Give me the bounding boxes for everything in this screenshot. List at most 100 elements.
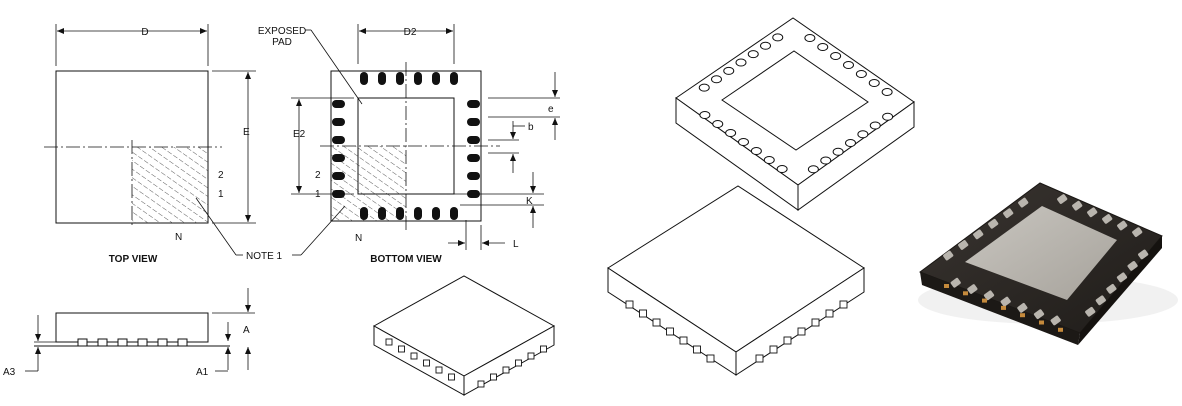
lead-bottom xyxy=(414,207,422,220)
bottom-view-corner-n-label: N xyxy=(355,233,362,244)
iso-pad-se xyxy=(845,139,856,147)
top-view: D E 2 1 N TOP VIEW xyxy=(44,24,256,265)
iso-pad-nw xyxy=(711,75,722,84)
top-view-hatch-quadrant xyxy=(132,147,208,223)
lead-top xyxy=(414,72,422,85)
bottom-view: EXPOSED PAD D2 E2 2 1 N e b K xyxy=(258,24,560,265)
photo-contact-se xyxy=(1116,272,1128,283)
dim-d-label: D xyxy=(141,27,148,38)
photo-contact-sw xyxy=(967,284,978,294)
lead-left xyxy=(332,100,345,108)
photo-contact-nw xyxy=(943,250,954,261)
photo-contact-nw xyxy=(958,240,969,250)
photo-contact-sw xyxy=(1000,296,1011,307)
iso-pad-sw xyxy=(725,129,737,137)
iso-pad-nw xyxy=(747,50,759,59)
iso-pad-nw xyxy=(698,83,710,92)
exposed-pad-leader xyxy=(310,29,363,105)
lead-right xyxy=(467,100,480,108)
photo-contact-nw xyxy=(1003,208,1014,219)
photo-contact-se xyxy=(1106,283,1117,294)
iso-small-lead-left xyxy=(410,352,418,360)
side-lead xyxy=(137,338,148,347)
exposed-pad-label-line-2: PAD xyxy=(272,37,292,48)
iso-pad-se xyxy=(869,121,881,130)
exposed-pad-hatch xyxy=(358,146,406,194)
photo-contact-ne xyxy=(1102,214,1113,224)
dim-pitch-e-label: e xyxy=(548,104,554,115)
iso-pad-ne xyxy=(881,88,893,96)
iso-pad-se xyxy=(832,147,844,156)
iso-pad-sw xyxy=(750,147,762,155)
note-1-leader-left xyxy=(195,197,237,256)
iso-pad-ne xyxy=(804,34,816,42)
iso-small-lead-left xyxy=(423,359,430,367)
side-view-leads xyxy=(77,338,188,347)
photo-contact-edge xyxy=(1058,327,1063,332)
iso-big-lead-left xyxy=(679,336,688,345)
photo-contact-edge xyxy=(1020,313,1025,318)
iso-pad-sw xyxy=(776,165,788,173)
side-view-body xyxy=(55,312,209,343)
top-view-corner-n-label: N xyxy=(175,232,182,243)
side-lead xyxy=(177,338,188,347)
iso-big-lead-right xyxy=(783,336,792,345)
photo-contact-sw xyxy=(1017,303,1028,313)
lead-left xyxy=(332,172,345,180)
iso-big-lead-right xyxy=(769,345,778,354)
lead-left xyxy=(332,118,345,126)
photo-contact-edge xyxy=(944,284,949,288)
iso-pad-ne xyxy=(855,70,867,78)
lead-bottom xyxy=(432,207,440,220)
iso-pad-ne xyxy=(843,61,854,69)
top-view-caption: TOP VIEW xyxy=(109,254,158,265)
photo-contact-se xyxy=(1085,306,1096,317)
iso-pad-nw xyxy=(735,58,747,67)
photo-contact-se xyxy=(1138,249,1149,260)
lead-right xyxy=(467,154,480,162)
dim-d2-label: D2 xyxy=(404,27,417,38)
isometric-small-package xyxy=(372,275,556,396)
iso-small-lead-left xyxy=(435,366,443,374)
dim-k-label: K xyxy=(526,196,533,207)
bottom-view-caption: BOTTOM VIEW xyxy=(370,254,442,265)
iso-big-lead-right xyxy=(797,327,806,336)
photo-contact-nw xyxy=(973,229,984,240)
iso-small-lead-left xyxy=(398,345,405,353)
iso-small-lead-right xyxy=(515,359,522,367)
iso-small-lead-right xyxy=(477,380,485,388)
photo-contact-ne xyxy=(1132,227,1143,238)
side-lead xyxy=(97,338,108,347)
dim-b-label: b xyxy=(528,122,534,133)
photo-contact-edge xyxy=(1001,305,1006,310)
lead-right xyxy=(467,136,480,144)
iso-pad-sw xyxy=(699,111,711,119)
photo-contact-nw xyxy=(1018,197,1029,208)
iso-small-lead-right xyxy=(527,352,535,360)
lead-bottom xyxy=(378,207,386,220)
iso-pad-se xyxy=(882,112,894,121)
isometric-bottom-up-package xyxy=(675,17,915,211)
dim-a1-label: A1 xyxy=(196,367,209,378)
photo-exposed-pad xyxy=(965,206,1117,300)
iso-exposed-pad xyxy=(721,50,869,151)
photo-contact-ne xyxy=(1117,220,1128,231)
lead-left xyxy=(332,136,345,144)
isometric-top-up-package xyxy=(607,185,865,376)
iso-big-lead-left xyxy=(625,300,634,309)
iso-big-lead-right xyxy=(755,354,764,363)
lead-bottom xyxy=(360,207,368,220)
iso-big-lead-left xyxy=(666,327,674,336)
photo-contact-edge xyxy=(1039,320,1044,325)
photo-contact-edge xyxy=(982,298,987,303)
dim-a3-label: A3 xyxy=(3,367,16,378)
dim-e2-label: E2 xyxy=(293,129,306,140)
dim-a-label: A xyxy=(243,325,250,336)
exposed-pad-label-line-1: EXPOSED xyxy=(258,26,306,37)
photo-contact-nw xyxy=(988,218,999,229)
iso-pad-nw xyxy=(723,66,735,75)
iso-pad-sw xyxy=(763,156,775,164)
photo-contact-edge xyxy=(963,291,968,296)
iso-big-lead-right xyxy=(811,318,820,327)
